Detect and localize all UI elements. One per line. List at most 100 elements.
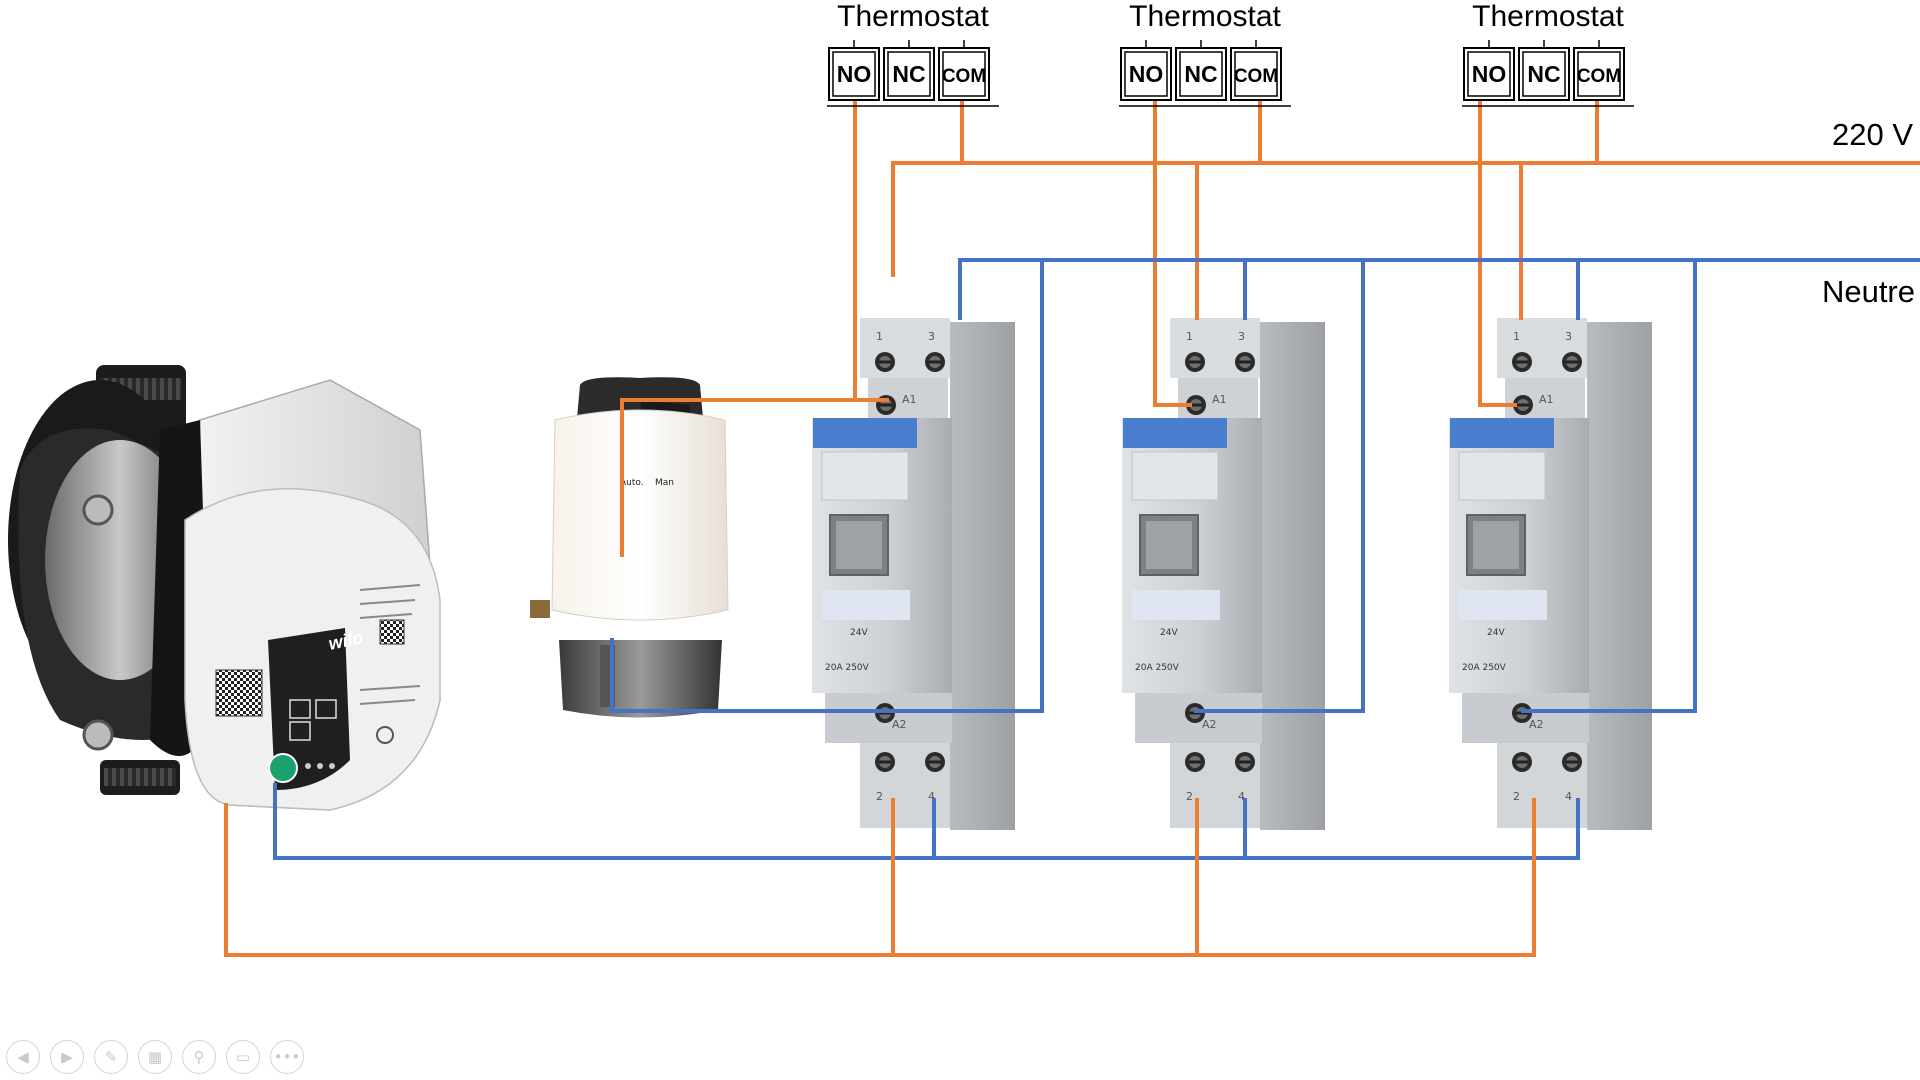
relay-label-plate (1459, 590, 1547, 620)
relay-blue-cap (813, 418, 917, 448)
terminal-nc-label: NC (1184, 61, 1217, 87)
terminal-3-screw (925, 352, 945, 372)
actuator-phase-wire (620, 398, 889, 557)
terminal-box (1120, 47, 1172, 101)
thermostat-title: Thermostat (1129, 0, 1281, 33)
pump-phase-wire (224, 798, 1536, 957)
thermostat-title: Thermostat (837, 0, 989, 33)
relay-terminal-label: A2 (892, 718, 907, 731)
terminal-1-screw (875, 352, 895, 372)
terminal-1-screw (1185, 352, 1205, 372)
more-icon[interactable]: ••• (270, 1040, 304, 1074)
relay-side (950, 322, 1015, 830)
relay-terminal-label: 2 (1186, 790, 1193, 803)
relay-label-plate (1132, 590, 1220, 620)
terminal-box (1573, 47, 1625, 101)
relay-blue-cap (1450, 418, 1554, 448)
terminal-box (1230, 47, 1282, 101)
zoom-icon[interactable]: ⚲ (182, 1040, 216, 1074)
relay-coil-rating: 24V (850, 628, 868, 638)
terminal-nc-label: NC (1527, 61, 1560, 87)
relay-coil-rating: 24V (1160, 628, 1178, 638)
relay-terminal-label: A1 (1539, 393, 1554, 406)
terminal-2-screw (1512, 752, 1532, 772)
relay-window (1458, 451, 1546, 501)
terminal-box-inner (1234, 51, 1278, 97)
prev-slide-icon[interactable]: ◀ (6, 1040, 40, 1074)
terminal-nc-label: NC (892, 61, 925, 87)
wires (224, 98, 1920, 957)
terminal-1-screw (1512, 352, 1532, 372)
circulator-pump: wilo (8, 365, 441, 811)
relay-toggle-face (836, 521, 882, 569)
subtitles-icon[interactable]: ▭ (226, 1040, 260, 1074)
relay-terminal-label: 4 (928, 790, 935, 803)
terminal-4-screw (1235, 752, 1255, 772)
relay-terminal-label: 3 (1238, 330, 1245, 343)
thermostat-2-no-wire (1153, 98, 1192, 407)
terminal-box-inner (887, 51, 931, 97)
terminal-3-screw (1235, 352, 1255, 372)
terminal-no-label: NO (1472, 61, 1507, 87)
neutral-rail-label: Neutre (1822, 274, 1915, 309)
terminal-no-label: NO (1129, 61, 1164, 87)
relay-label-plate (822, 590, 910, 620)
phase-rail-label: 220 V (1832, 117, 1913, 152)
relay-toggle-face (1473, 521, 1519, 569)
terminal-box-inner (942, 51, 986, 97)
thermostat-3-no-wire (1478, 98, 1517, 407)
terminal-box-inner (1577, 51, 1621, 97)
relay-1-a2-neutral (882, 258, 1044, 713)
relay-terminal-label: 3 (928, 330, 935, 343)
terminal-box (1175, 47, 1227, 101)
relay-side (1587, 322, 1652, 830)
pump-mode-button (268, 753, 298, 783)
relay-terminal-label: 2 (876, 790, 883, 803)
relay-terminal-label: 1 (1186, 330, 1193, 343)
terminal-box-inner (832, 51, 876, 97)
relay-3-a2-neutral (1521, 258, 1697, 713)
terminal-3-screw (1562, 352, 1582, 372)
actuator-man-label: Man (655, 478, 674, 488)
phase-rail-wire (891, 161, 1920, 277)
terminal-no-label: NO (837, 61, 872, 87)
thermostat-title: Thermostat (1472, 0, 1624, 33)
relay-contact-rating: 20A 250V (825, 663, 870, 673)
terminal-com-label: COM (1577, 66, 1621, 87)
relay-toggle-face (1146, 521, 1192, 569)
terminal-box-inner (1124, 51, 1168, 97)
relay-terminal-label: 3 (1565, 330, 1572, 343)
terminal-box (938, 47, 990, 101)
terminal-box-inner (1467, 51, 1511, 97)
relay-terminal-label: 4 (1238, 790, 1245, 803)
terminal-box (828, 47, 880, 101)
relay-terminal-label: 1 (876, 330, 883, 343)
relay-terminal-label: 2 (1513, 790, 1520, 803)
relay-window (1131, 451, 1219, 501)
terminal-box-inner (1179, 51, 1223, 97)
terminal-com-label: COM (1234, 66, 1278, 87)
neutral-rail-wire (958, 258, 1920, 320)
slides-grid-icon[interactable]: ▦ (138, 1040, 172, 1074)
relay-terminal-label: A2 (1529, 718, 1544, 731)
terminal-4-screw (1562, 752, 1582, 772)
terminal-com-label: COM (942, 66, 986, 87)
terminal-2-screw (875, 752, 895, 772)
relay-terminal-label: 4 (1565, 790, 1572, 803)
relay-terminal-label: A1 (1212, 393, 1227, 406)
relay-contact-rating: 20A 250V (1135, 663, 1180, 673)
pen-icon[interactable]: ✎ (94, 1040, 128, 1074)
terminal-box (883, 47, 935, 101)
relay-2-a2-neutral (1194, 258, 1365, 713)
next-slide-icon[interactable]: ▶ (50, 1040, 84, 1074)
actuator-neutral-wire (610, 638, 886, 713)
relay-terminal-label: A1 (902, 393, 917, 406)
relay-terminal-label: A2 (1202, 718, 1217, 731)
